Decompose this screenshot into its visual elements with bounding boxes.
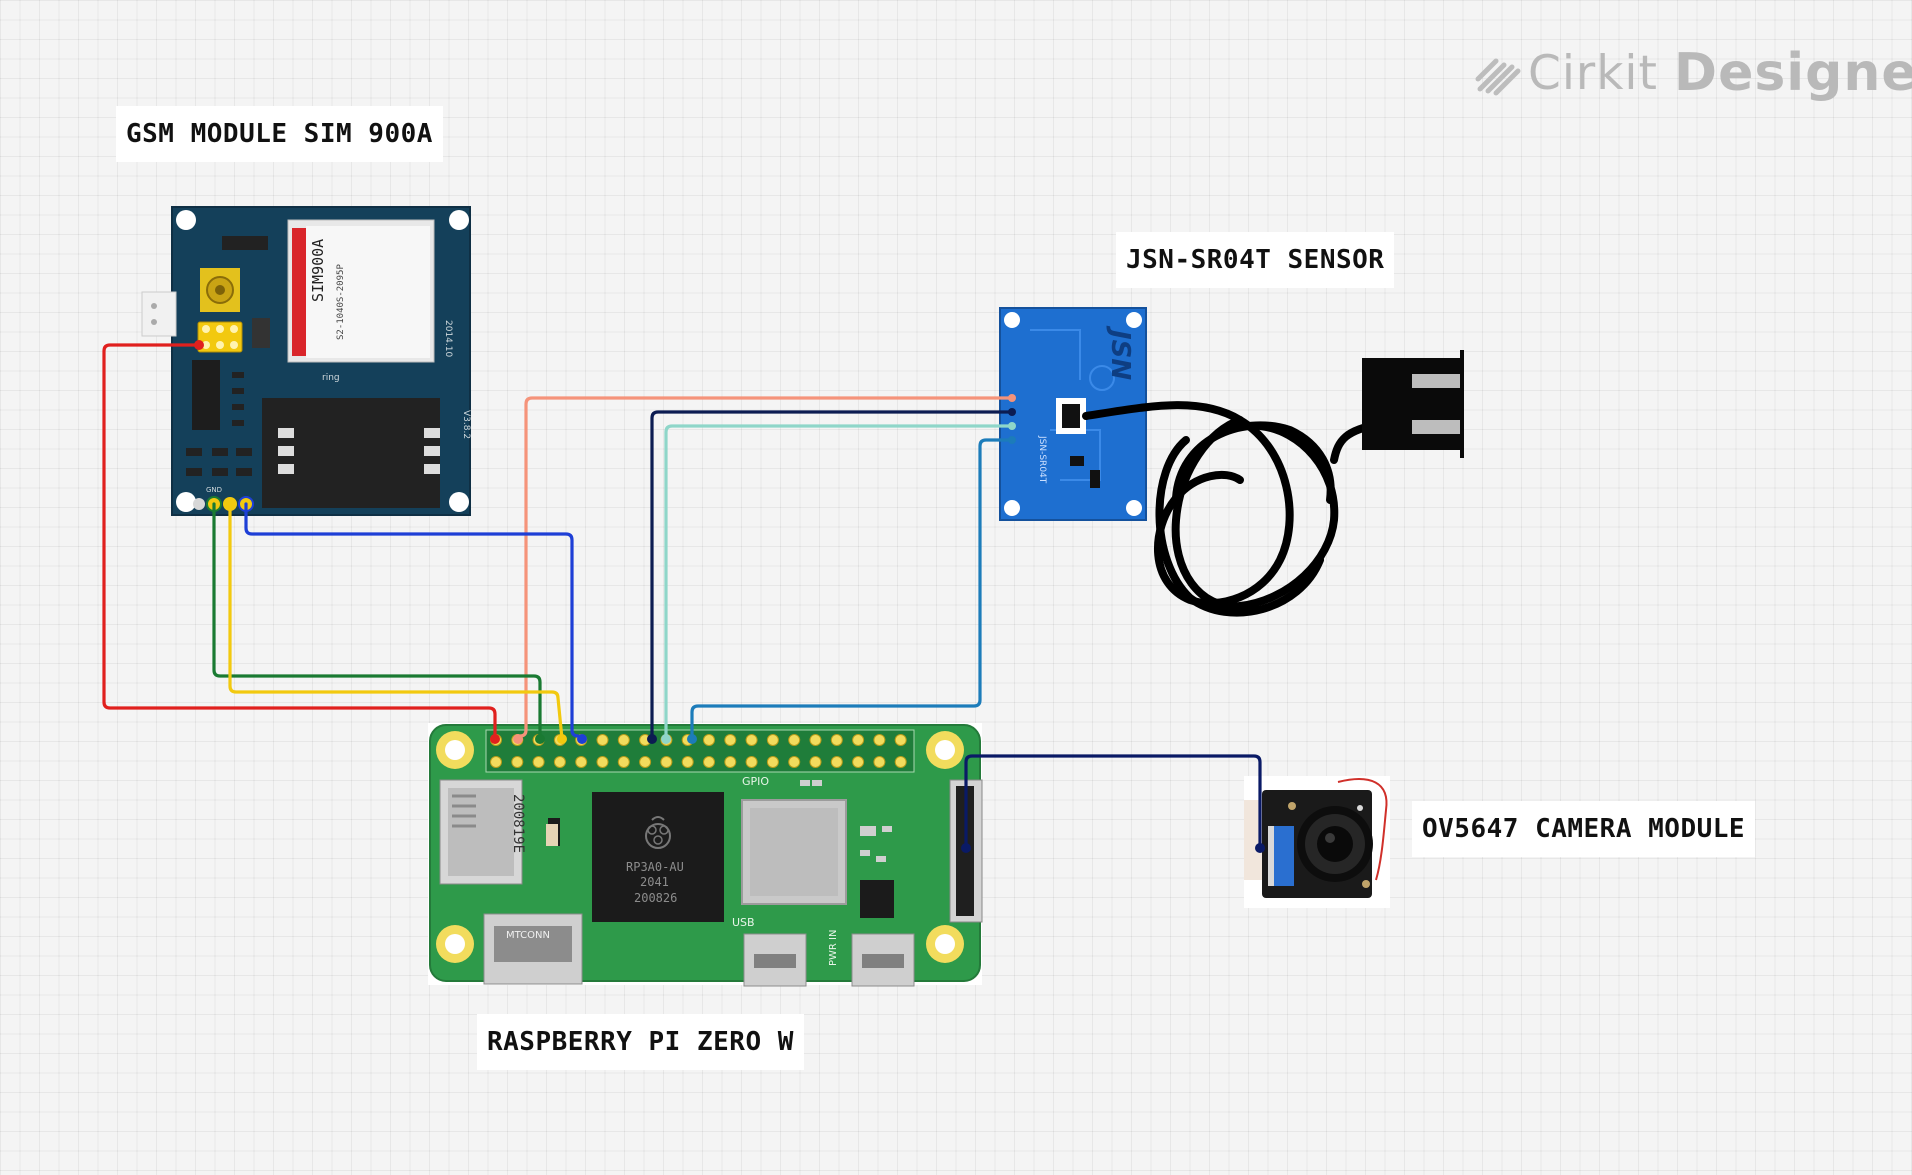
- gpio-pin[interactable]: [596, 756, 609, 768]
- gpio-pin[interactable]: [766, 734, 779, 746]
- soc-text-2: 2041: [640, 875, 669, 889]
- gpio-pin[interactable]: [894, 756, 907, 768]
- gsm-ring-text: ring: [322, 373, 340, 383]
- gpio-pin[interactable]: [575, 756, 588, 768]
- cirkit-designer-logo: Cirkit Designer: [1474, 38, 1912, 108]
- gpio-pin[interactable]: [553, 756, 566, 768]
- gpio-pin[interactable]: [852, 734, 865, 746]
- wire-navy[interactable]: [650, 410, 1014, 741]
- gpio-pin[interactable]: [617, 756, 630, 768]
- raspberry-pi-zero-w[interactable]: GPIO 200819E RP3A0-AU 2041 200826: [428, 723, 983, 987]
- gpio-pin[interactable]: [809, 756, 822, 768]
- gpio-pin[interactable]: [788, 756, 801, 768]
- gpio-pin[interactable]: [639, 756, 652, 768]
- gpio-pin[interactable]: [830, 756, 843, 768]
- wire-green[interactable]: [212, 502, 542, 741]
- gpio-pin[interactable]: [873, 734, 886, 746]
- wire-camera[interactable]: [964, 754, 1262, 850]
- gpio-pin[interactable]: [490, 756, 502, 768]
- ov5647-camera-module[interactable]: [1244, 776, 1390, 908]
- soc-text-1: RP3A0-AU: [626, 860, 684, 874]
- gpio-pin[interactable]: [745, 756, 758, 768]
- gpio-pin[interactable]: [830, 734, 843, 746]
- gpio-pin[interactable]: [617, 734, 630, 746]
- gsm-module[interactable]: SIM900A S2-1040S-2095P: [141, 206, 471, 516]
- gpio-pin[interactable]: [724, 756, 737, 768]
- raspberry-logo-icon: [645, 816, 671, 849]
- wire-steel[interactable]: [690, 438, 1014, 741]
- wire-endpoints: [194, 340, 1265, 853]
- brand-name-cirkit: Cirkit: [1528, 45, 1658, 101]
- gsm-gnd-text: GND: [206, 486, 222, 494]
- raspberry-pi-label[interactable]: RASPBERRY PI ZERO W: [477, 1014, 804, 1070]
- pwr-in-text: PWR IN: [828, 930, 839, 966]
- camera-module-label[interactable]: OV5647 CAMERA MODULE: [1412, 801, 1756, 857]
- brand-name-designer: Designer: [1673, 43, 1912, 103]
- soc-text-3: 200826: [634, 891, 677, 905]
- gsm-chip-name: SIM900A: [309, 239, 327, 302]
- cirkit-logo-icon: [1475, 58, 1521, 96]
- sensor-model-text: JSN-SR04T: [1037, 435, 1047, 484]
- gpio-pin[interactable]: [703, 756, 715, 768]
- wire-blue[interactable]: [244, 502, 584, 741]
- gpio-pin[interactable]: [852, 756, 865, 768]
- gpio-pin[interactable]: [894, 734, 907, 746]
- gpio-pin[interactable]: [788, 734, 801, 746]
- sd-card-code: 200819E: [510, 794, 526, 853]
- sensor-label[interactable]: JSN-SR04T SENSOR: [1116, 232, 1395, 288]
- wire-red[interactable]: [102, 343, 497, 741]
- gpio-pin[interactable]: [532, 756, 545, 768]
- gpio-pin[interactable]: [745, 734, 758, 746]
- gsm-chip-code: S2-1040S-2095P: [336, 264, 346, 340]
- gpio-pin[interactable]: [596, 734, 609, 746]
- gsm-version-text: V3.8.2: [461, 410, 471, 439]
- gpio-pin[interactable]: [681, 756, 694, 768]
- wires[interactable]: [102, 343, 1262, 850]
- gpio-pin[interactable]: [660, 756, 673, 768]
- gsm-module-label[interactable]: GSM MODULE SIM 900A: [116, 106, 443, 162]
- gpio-pin[interactable]: [724, 734, 737, 746]
- gpio-pin[interactable]: [873, 756, 886, 768]
- wire-salmon[interactable]: [516, 396, 1014, 741]
- sensor-brand-text: JSN: [1105, 325, 1135, 380]
- wire-yellow[interactable]: [228, 502, 564, 741]
- gpio-text: GPIO: [742, 775, 769, 788]
- usb-text: USB: [732, 916, 755, 929]
- gpio-pin[interactable]: [766, 756, 779, 768]
- ultrasonic-transducer: [1362, 350, 1464, 458]
- hdmi-text: MTCONN: [506, 930, 550, 941]
- gsm-year-text: 2014.10: [443, 320, 453, 357]
- gpio-pin[interactable]: [511, 756, 524, 768]
- gpio-pin[interactable]: [703, 734, 715, 746]
- wire-teal[interactable]: [664, 424, 1014, 741]
- gpio-pin[interactable]: [809, 734, 822, 746]
